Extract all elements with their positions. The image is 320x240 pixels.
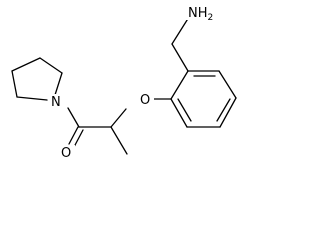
ring-bond-6	[170, 70, 189, 100]
carbonyl-o-label: O	[61, 146, 71, 161]
benzene-ring	[170, 70, 237, 128]
o-to-ch-bond	[110, 108, 127, 128]
aminomethyl-group	[171, 16, 190, 72]
amine-n-label: NH2	[188, 6, 213, 23]
pyrrolidine-bond-1	[54, 72, 63, 96]
ring-bond-5	[170, 98, 188, 128]
ring-bond-2	[218, 70, 237, 99]
pyrrolidine-bond-5	[16, 96, 48, 101]
pyrrolidine-ring	[11, 57, 63, 101]
pyrrolidine-bond-4	[11, 70, 18, 98]
ch2-to-n-bond	[171, 16, 190, 45]
pyrrolidine-bond-2	[39, 57, 63, 74]
carbonyl-double-bond-a	[68, 126, 79, 145]
ring-to-ch2-bond	[171, 43, 189, 72]
side-chain	[67, 98, 172, 155]
ring-inner-double-3	[177, 98, 192, 122]
ring-bond-3	[219, 97, 237, 128]
carbonyl-double-bond-b	[73, 129, 84, 148]
amide-n-label: N	[51, 95, 61, 110]
atom-labels: NH2 O N O	[50, 4, 218, 161]
molecule-structure: NH2 O N O	[11, 4, 237, 161]
ether-o-label: O	[140, 93, 150, 108]
ch-to-methyl-bond	[110, 126, 128, 155]
ring-inner-double-2	[216, 98, 231, 122]
carbonyl-to-n-bond	[67, 107, 80, 128]
pyrrolidine-bond-3	[11, 57, 41, 72]
